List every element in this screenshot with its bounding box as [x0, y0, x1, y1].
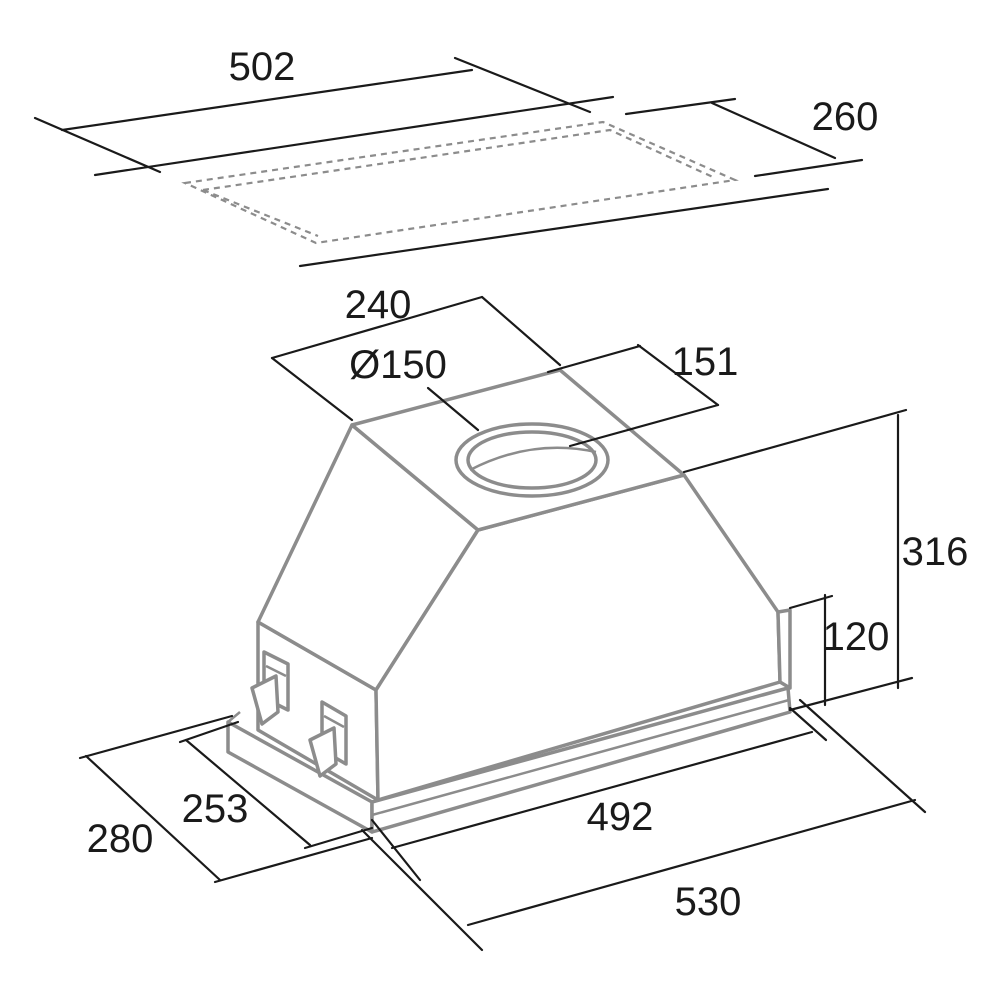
ext-line-280-bottom: [213, 836, 374, 884]
dim-label-260: 260: [812, 95, 879, 139]
ext-line-120-top: [788, 594, 834, 610]
dim-line-253: [184, 738, 312, 847]
dim-label-240: 240: [345, 283, 412, 327]
cutout-inner-edge: [202, 128, 716, 192]
ext-line-530-right: [798, 698, 927, 814]
latch-handle-1: [250, 674, 280, 726]
mounting-frame-bottom: [298, 187, 830, 268]
hood-base-top-edge: [227, 711, 241, 723]
cutout-inner-edge-2: [202, 188, 319, 238]
hood-right-strip: [776, 608, 792, 690]
ext-line-316-bottom: [788, 676, 914, 712]
ext-line-240-left: [270, 356, 354, 422]
dim-label-280: 280: [87, 817, 154, 861]
outlet-collar-inner: [466, 430, 598, 490]
dim-line-492: [390, 730, 814, 850]
outlet-damper: [469, 446, 597, 472]
dim-line-280: [84, 754, 222, 882]
ext-line-502-left: [33, 116, 162, 174]
ext-line-280-top: [78, 714, 234, 760]
hood-base-front: [370, 686, 792, 834]
dim-line-530: [466, 798, 917, 927]
dim-line-240: [270, 295, 484, 360]
latch-detail-2: [323, 714, 345, 729]
ext-line-492-right: [788, 706, 828, 742]
mounting-frame-top: [93, 95, 615, 177]
dim-line-502: [60, 68, 474, 132]
filter-latch-right: [308, 700, 348, 778]
dim-line-151: [636, 343, 720, 407]
ext-line-316-top: [682, 408, 908, 474]
dim-label-150: Ø150: [349, 343, 447, 387]
dim-label-253: 253: [182, 787, 249, 831]
ext-line-260-bottom: [753, 158, 864, 178]
dim-label-530: 530: [675, 880, 742, 924]
latch-detail-1: [265, 664, 287, 678]
hood-unit: [226, 368, 792, 834]
dim-label-120: 120: [823, 615, 890, 659]
ext-line-151-top: [546, 344, 642, 374]
ext-line-253-top: [178, 720, 240, 744]
ext-line-253-bottom: [303, 826, 374, 850]
hood-dimensions: 240 Ø150 151 316 120 253 280 492: [78, 283, 969, 952]
dim-label-492: 492: [587, 795, 654, 839]
ext-line-530-left: [360, 828, 484, 952]
hood-base-front-edge: [371, 698, 790, 817]
dim-label-151: 151: [672, 340, 739, 384]
ext-line-260-top: [624, 97, 737, 116]
ext-line-492-left: [370, 818, 422, 882]
ext-line-240-right: [480, 295, 562, 367]
dim-line-260: [710, 101, 837, 160]
cutout-outline: [181, 120, 739, 245]
filter-latch-left: [250, 650, 290, 726]
dim-label-502: 502: [229, 45, 296, 89]
ext-line-151-bottom: [568, 403, 720, 448]
dim-label-316: 316: [902, 530, 969, 574]
leader-150: [426, 386, 480, 432]
latch-handle-2: [308, 726, 338, 778]
cutout-plan: 502 260: [33, 45, 879, 268]
